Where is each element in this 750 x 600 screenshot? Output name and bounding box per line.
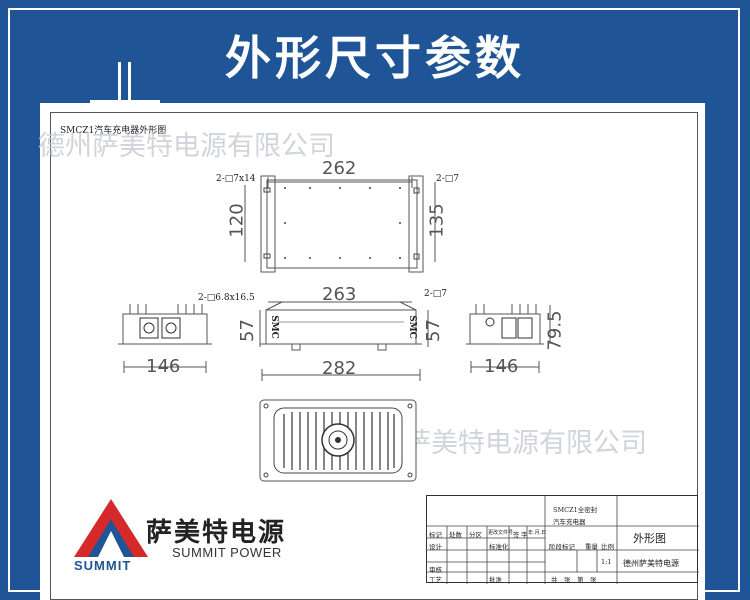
right-end-dim-lines [470,305,551,373]
right-end-view [466,304,544,345]
note-side-left: 2-□6.8x16.5 [198,293,255,303]
tb-product-line2: 汽车充电器 [553,518,586,526]
tb-label-3: 更改文件号 [488,530,514,536]
tb-stage: 阶段标记 [549,543,575,551]
dim-width-262: 262 [322,158,357,179]
tb-review: 审核 [429,566,442,574]
tb-product-line1: SMCZ1全密封 [553,506,598,514]
note-side-right: 2-□7 [424,289,447,299]
left-end-dim-lines [123,361,207,373]
decor-vbar-2 [128,62,131,120]
dim-height-57: 57 [236,319,258,342]
side-view-drawing [260,301,422,351]
tb-label-1: 处数 [449,531,462,539]
dim-length-282: 282 [322,358,357,379]
title-block-grid [427,496,699,584]
dim-height-135: 135 [426,203,448,238]
dim-height-120: 120 [226,203,248,238]
tb-label-6: 年.月.日 [528,530,547,536]
tb-company: 德州萨美特电源 [623,559,679,568]
top-view-dim-lines [244,177,436,262]
tb-standard: 标准化 [489,543,509,551]
tb-process: 工艺 [429,576,442,584]
dim-width-146-right: 146 [484,356,519,377]
tb-drawing-name: 外形图 [633,532,666,545]
logo-brand-text: SUMMIT [74,558,132,573]
top-view-drawing [260,175,424,273]
tb-label-2: 分区 [469,531,482,539]
title-block: SMCZ1全密封 汽车充电器 外形图 标记 处数 分区 更改文件号 签 字 年.… [426,495,699,584]
note-top-right: 2-□7 [436,174,459,184]
tb-label-5: 字 [521,531,528,539]
watermark-top: 德州萨美特电源有限公司 [38,131,335,162]
decor-vbar-1 [118,62,121,120]
logo-name-cn: 萨美特电源 [146,518,287,548]
dim-height-57-right: 57 [422,319,444,342]
logo-name-en: SUMMIT POWER [172,545,282,560]
dim-width-146-left: 146 [146,356,181,377]
tb-design: 设计 [429,543,442,551]
dim-length-263: 263 [322,284,357,305]
tb-sheets: 共 张 第 张 [551,576,597,584]
tb-label-0: 标记 [429,531,442,539]
tb-weight: 重量 [585,543,598,551]
left-end-view [118,304,212,345]
tb-approve: 批准 [489,576,502,584]
bottom-view-heatsink [259,399,417,482]
side-view-dim-lines [259,301,429,381]
sheet-title: SMCZ1汽车充电器外形图 [60,126,167,136]
tb-label-4: 签 [513,531,520,539]
dim-height-79-5: 79.5 [544,310,566,351]
decor-hbar [90,100,160,103]
summit-logo-mark [74,499,148,557]
note-top-left: 2-□7x14 [216,174,256,184]
tb-scale-value: 1:1 [601,558,612,566]
page-title: 外形尺寸参数 [225,31,525,85]
tb-scale: 比例 [601,543,614,551]
